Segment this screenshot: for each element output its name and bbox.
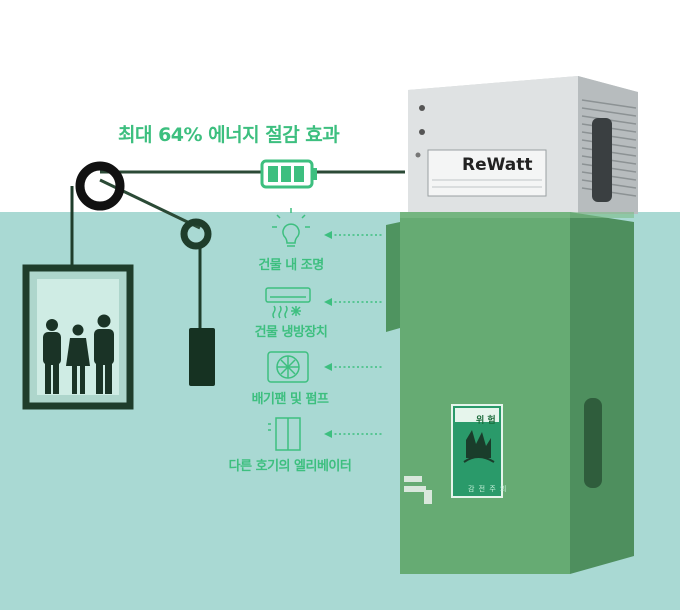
warning-bottom-label: 감 전 주 의 bbox=[468, 485, 508, 493]
warning-top-label: 위 험 bbox=[476, 416, 496, 426]
nameplate bbox=[427, 149, 547, 197]
arrow-heads bbox=[324, 231, 332, 438]
use-label-cooling: 건물 냉방장치 bbox=[254, 325, 328, 340]
deflector-sheave-icon bbox=[180, 218, 212, 250]
exhaust-fan-icon bbox=[267, 351, 309, 383]
main-sheave-icon bbox=[75, 161, 125, 211]
air-conditioner-icon bbox=[265, 287, 311, 319]
headline: 최대 64% 에너지 절감 효과 bbox=[118, 124, 340, 146]
battery-icon bbox=[260, 159, 317, 189]
rewatt-top-unit bbox=[408, 76, 638, 214]
arrow-lines bbox=[330, 234, 384, 435]
brand-label: ReWatt bbox=[462, 155, 533, 175]
use-label-lighting: 건물 내 조명 bbox=[258, 258, 324, 273]
use-label-fan-pump: 배기팬 및 펌프 bbox=[251, 392, 329, 407]
shock-hand-icon bbox=[466, 430, 491, 458]
rewatt-cabinet bbox=[386, 212, 634, 574]
use-label-elevator: 다른 호기의 엘리베이터 bbox=[228, 459, 352, 474]
elevator-door-icon bbox=[268, 417, 301, 451]
passengers-icon bbox=[43, 314, 114, 394]
elevator-car-icon bbox=[22, 264, 134, 410]
counterweight-icon bbox=[189, 328, 215, 386]
light-bulb-icon bbox=[272, 208, 310, 247]
